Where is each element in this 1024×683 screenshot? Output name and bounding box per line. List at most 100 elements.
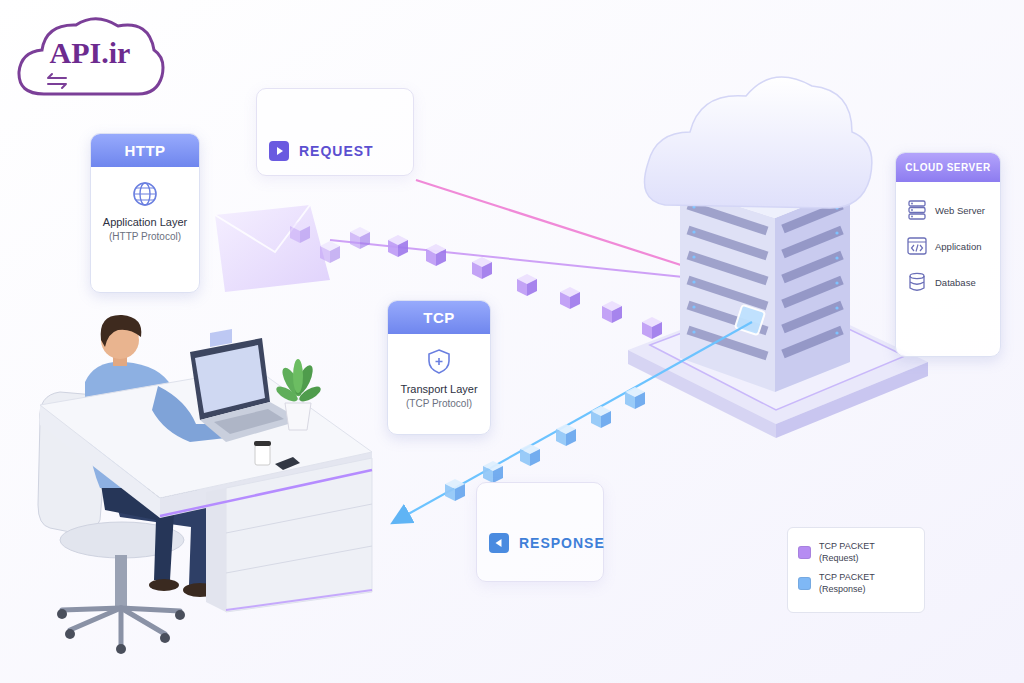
phone bbox=[275, 457, 300, 470]
envelope bbox=[215, 205, 330, 292]
request-packets bbox=[388, 235, 408, 257]
legend-swatch bbox=[798, 546, 811, 559]
logo-outline bbox=[48, 74, 66, 88]
server-rack bbox=[688, 205, 767, 231]
layer-icon bbox=[429, 350, 449, 373]
layer-name: Application Layer bbox=[97, 215, 193, 230]
response-tag: RESPONSE bbox=[476, 482, 604, 582]
laptop bbox=[210, 329, 232, 347]
office-chair bbox=[160, 633, 170, 643]
request-packets bbox=[290, 221, 662, 339]
service-name: Application bbox=[935, 241, 981, 252]
request-packets bbox=[426, 244, 446, 266]
service-icon bbox=[912, 245, 923, 252]
legend-row: TCP PACKET (Request) bbox=[798, 540, 914, 564]
person bbox=[101, 315, 142, 347]
layer-icon bbox=[424, 346, 454, 376]
person bbox=[149, 579, 179, 591]
server-rack bbox=[692, 330, 695, 333]
office-chair bbox=[62, 608, 121, 610]
logo-text: API.ir bbox=[14, 36, 166, 70]
service-icon bbox=[908, 241, 926, 242]
service-icon bbox=[909, 208, 925, 213]
server-rack bbox=[688, 255, 767, 281]
service-icon bbox=[911, 203, 913, 205]
server-rack bbox=[692, 280, 695, 283]
request-arrow bbox=[330, 240, 712, 280]
server-rack bbox=[692, 205, 838, 334]
desk bbox=[226, 590, 372, 610]
legend-box: TCP PACKET (Request) TCP PACKET (Response… bbox=[787, 527, 925, 613]
server-card: CLOUD SERVERWeb ServerApplicationDatabas… bbox=[895, 152, 1001, 357]
desk bbox=[226, 546, 372, 573]
service-row: Application bbox=[896, 228, 1000, 264]
service-icon bbox=[908, 238, 926, 254]
request-packets bbox=[290, 221, 310, 243]
plant bbox=[274, 384, 300, 405]
office-chair bbox=[116, 644, 126, 654]
service-icon bbox=[911, 216, 913, 218]
request-packets bbox=[517, 274, 537, 296]
envelope bbox=[215, 205, 310, 252]
request-packets bbox=[320, 241, 340, 263]
card-body: Application Layer(HTTP Protocol) bbox=[91, 167, 199, 254]
office-chair bbox=[175, 610, 185, 620]
request-packets bbox=[472, 257, 492, 279]
service-icon bbox=[909, 201, 925, 206]
office-chair bbox=[115, 555, 127, 607]
office-chair bbox=[57, 609, 185, 654]
office-chair bbox=[62, 608, 180, 645]
office-chair bbox=[65, 629, 75, 639]
server-rack bbox=[680, 188, 775, 392]
flow-label: RESPONSE bbox=[519, 533, 605, 553]
server-rack bbox=[835, 331, 838, 334]
direction-icon bbox=[269, 141, 289, 161]
server-rack bbox=[783, 230, 842, 254]
layer-icon bbox=[134, 188, 156, 200]
service-icon bbox=[906, 199, 928, 221]
server-rack bbox=[783, 330, 842, 354]
direction-icon bbox=[269, 141, 289, 161]
legend-swatch bbox=[798, 577, 811, 590]
plant bbox=[285, 403, 311, 430]
legend-row: TCP PACKET (Response) bbox=[798, 571, 914, 595]
coffee-cup bbox=[254, 441, 271, 446]
office-chair bbox=[119, 608, 124, 645]
office-chair bbox=[57, 609, 67, 619]
logo-cloud: API.ir bbox=[14, 12, 166, 100]
server-rack bbox=[783, 255, 842, 279]
protocol-name: (HTTP Protocol) bbox=[97, 230, 193, 244]
card-heading: HTTP bbox=[91, 134, 199, 167]
server-rack bbox=[783, 280, 842, 304]
server-rack bbox=[835, 281, 838, 284]
layer-card: HTTPApplication Layer(HTTP Protocol) bbox=[90, 133, 200, 293]
direction-icon bbox=[496, 539, 502, 547]
layer-icon bbox=[130, 179, 160, 209]
layer-card: TCPTransport Layer(TCP Protocol) bbox=[387, 300, 491, 435]
request-packets bbox=[602, 301, 622, 323]
server-rack bbox=[783, 305, 842, 329]
response-packets bbox=[520, 444, 540, 466]
service-name: Web Server bbox=[935, 205, 985, 216]
direction-icon bbox=[489, 533, 509, 553]
card-body: Transport Layer(TCP Protocol) bbox=[388, 334, 490, 421]
envelope bbox=[215, 205, 330, 292]
laptop bbox=[190, 329, 302, 442]
protocol-name: (TCP Protocol) bbox=[394, 397, 484, 411]
cloud-shape bbox=[644, 77, 871, 208]
response-packets bbox=[445, 479, 465, 501]
server-rack bbox=[688, 280, 767, 306]
request-packets bbox=[560, 287, 580, 309]
card-heading: TCP bbox=[388, 301, 490, 334]
response-packets bbox=[483, 461, 503, 483]
service-icon bbox=[906, 235, 928, 257]
card-heading: CLOUD SERVER bbox=[896, 153, 1000, 182]
service-list: Web ServerApplicationDatabase bbox=[896, 182, 1000, 300]
server-rack bbox=[835, 306, 838, 309]
layer-icon bbox=[134, 183, 156, 205]
laptop bbox=[214, 409, 284, 434]
legend-text: TCP PACKET (Response) bbox=[819, 571, 897, 595]
server-rack bbox=[688, 205, 842, 356]
request-tag: REQUEST bbox=[256, 88, 414, 176]
